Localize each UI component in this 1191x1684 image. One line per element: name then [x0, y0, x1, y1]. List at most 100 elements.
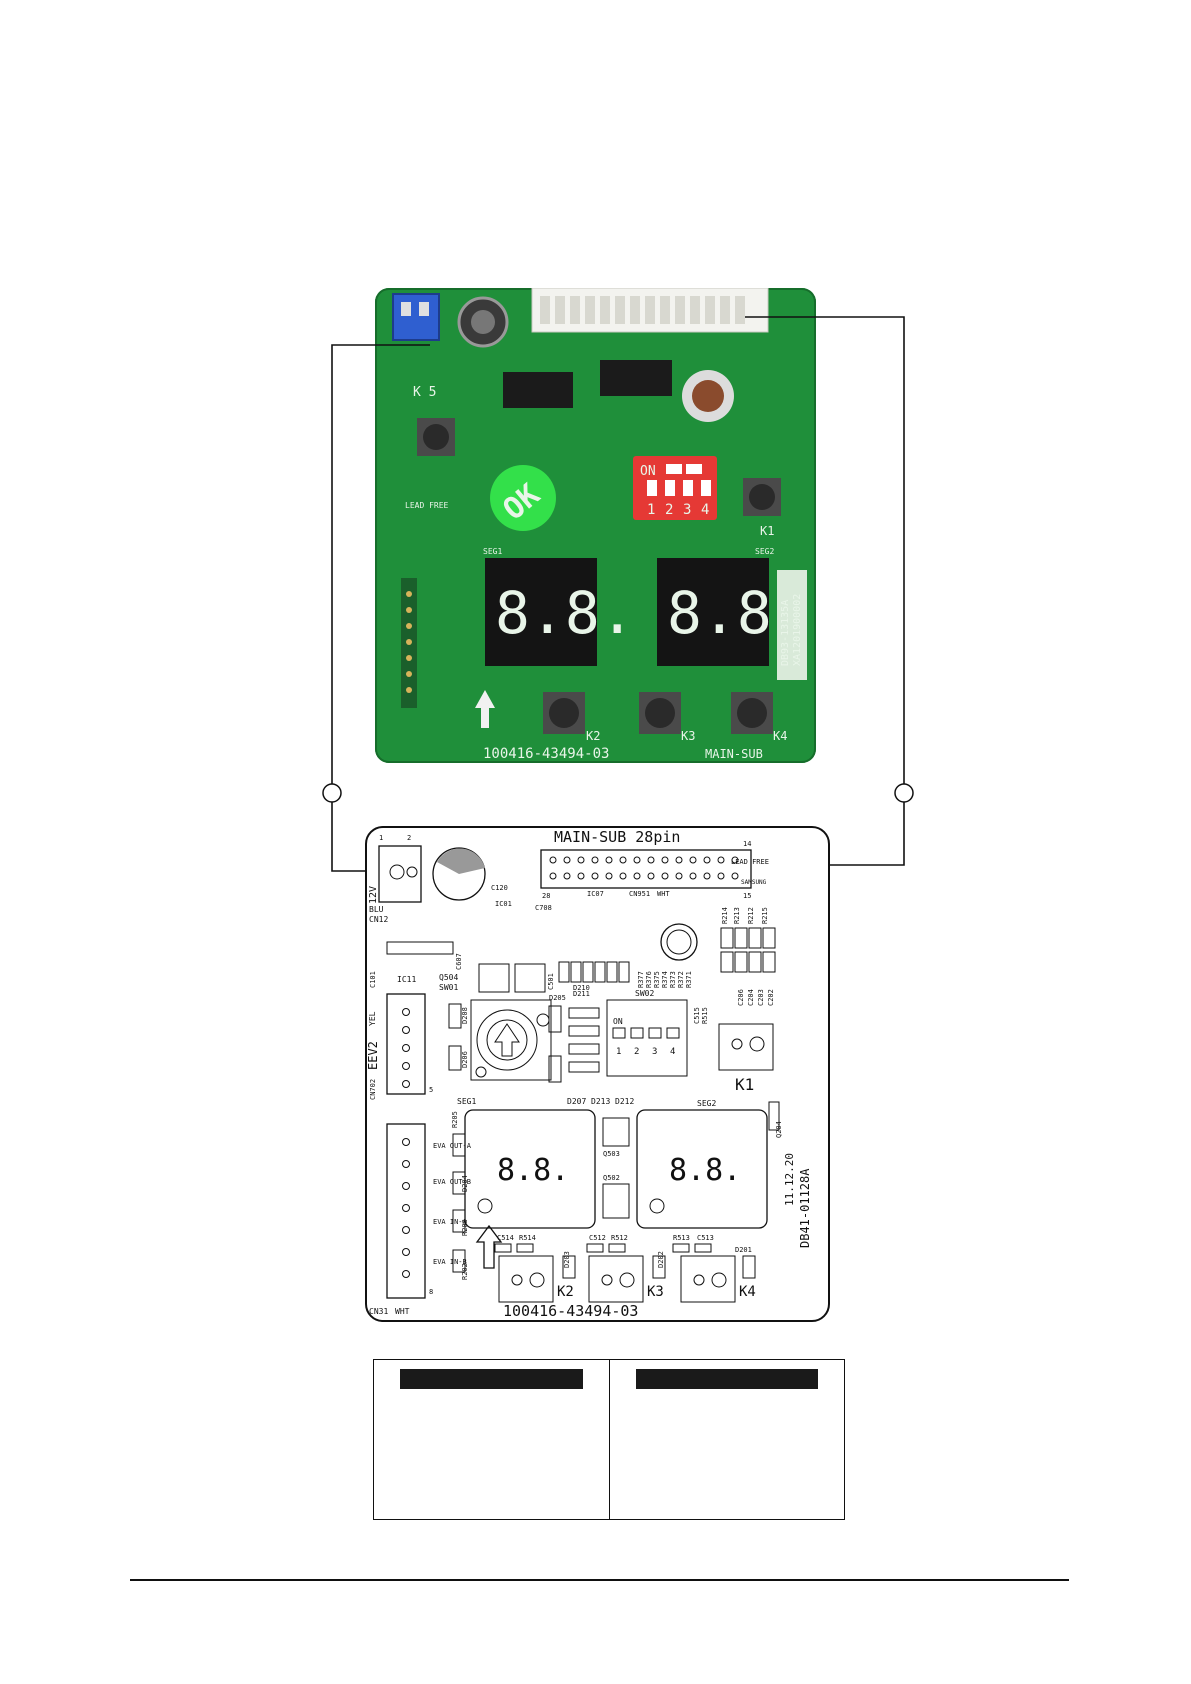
up-arrow-icon: [475, 690, 495, 728]
ic07-label: IC07: [587, 890, 604, 898]
eva-in-b-label: EVA IN-B: [433, 1258, 467, 1266]
display-1-digits: 8.8.: [495, 579, 635, 647]
drawing-part-number: DB41-01128A: [798, 1168, 812, 1248]
footer-rule: [130, 1579, 1069, 1581]
r205-label: R205: [451, 1111, 459, 1128]
c515-label: C515: [693, 1007, 701, 1024]
seven-segment-display-2: [657, 558, 769, 666]
dip-num-2: 2: [665, 502, 673, 518]
sw02-num-1: 1: [616, 1047, 621, 1057]
c202-label: C202: [767, 989, 775, 1006]
eev2-label: EEV2: [367, 1041, 380, 1070]
drawing-date: 11.12.20: [783, 1153, 796, 1206]
sw01-label: SW01: [439, 983, 458, 992]
v12-connector: [378, 845, 422, 903]
seg2-digits-drawing: 8.8.: [669, 1153, 741, 1188]
sw02-on-label: ON: [613, 1017, 623, 1026]
d205-label: D205: [549, 994, 566, 1002]
drawing-k4-label: K4: [739, 1284, 756, 1300]
photo-seg2-label: SEG2: [755, 547, 774, 556]
v12-label: 12V: [368, 886, 379, 904]
r512-label: R512: [611, 1234, 628, 1242]
c206-label: C206: [737, 989, 745, 1006]
photo-lead-free-label: LEAD FREE: [405, 501, 449, 510]
left-callout-circle: [322, 783, 342, 803]
ok-sticker: [490, 465, 556, 531]
r372-label: R372: [677, 971, 685, 988]
eva-out-b-label: EVA OUT-B: [433, 1178, 471, 1186]
photo-k1-label: K1: [760, 524, 774, 538]
pin-2: 2: [407, 834, 411, 842]
seven-segment-seg1: [464, 1109, 596, 1229]
sw02-num-2: 2: [634, 1047, 639, 1057]
pcb-photo-graphic: OK ON 1 2 3 4 8.8. 8.8. SEG1 SEG2: [392, 288, 807, 762]
r514-label: R514: [519, 1234, 536, 1242]
q502-label: Q502: [603, 1174, 620, 1182]
pin-8: 8: [429, 1288, 433, 1296]
c708-label: C708: [535, 904, 552, 912]
r376-label: R376: [645, 971, 653, 988]
ic11-label: IC11: [397, 975, 416, 984]
photo-bottom-text: 100416-43494-03: [483, 746, 609, 762]
photo-serial: XA1201900002: [792, 594, 803, 666]
button-k1-drawing: [718, 1023, 774, 1071]
r515-label: R515: [701, 1007, 709, 1024]
q504-label: Q504: [439, 973, 458, 982]
blue-12v-connector: [392, 293, 440, 341]
c203-label: C203: [757, 989, 765, 1006]
up-arrow-drawing-icon: [475, 1224, 503, 1269]
legend-table-right-cell: [608, 1360, 845, 1519]
mounting-hole-drawing: [660, 923, 698, 961]
ic-chip-left: [503, 372, 573, 408]
cn951-label: CN951: [629, 890, 650, 898]
pcb-drawing: MAIN-SUB 28pin 14 15 28 1 2 12V BLU CN12…: [365, 826, 830, 1322]
c120-label: C120: [491, 884, 508, 892]
pcb-drawing-graphic: MAIN-SUB 28pin 14 15 28 1 2 12V BLU CN12…: [367, 828, 812, 1320]
eev2-connector: [386, 993, 426, 1095]
legend-table-right-header: [635, 1369, 818, 1389]
legend-table: [373, 1359, 845, 1520]
left-callout-line: [331, 344, 430, 872]
c501-label: C501: [547, 973, 555, 990]
right-callout-line: [698, 316, 905, 866]
dip-num-1: 1: [647, 502, 655, 518]
r215-label: R215: [761, 907, 769, 924]
drawing-k2-label: K2: [557, 1284, 574, 1300]
d210-label: D210: [573, 984, 590, 992]
r375-label: R375: [653, 971, 661, 988]
photo-k2-label: K2: [586, 729, 600, 743]
dip-switch-sw02: [606, 999, 688, 1077]
r214-label: R214: [721, 907, 729, 924]
c204-label: C204: [747, 989, 755, 1006]
photo-k3-label: K3: [681, 729, 695, 743]
cn702-label: CN702: [369, 1079, 377, 1100]
drawing-k1-label: K1: [735, 1075, 754, 1094]
cn31-wht-label: WHT: [395, 1307, 410, 1316]
seg1-digits-drawing: 8.8.: [497, 1153, 569, 1188]
yel-label: YEL: [368, 1011, 377, 1026]
c101-label: C101: [369, 971, 377, 988]
part-number-label: [777, 570, 807, 680]
legend-table-left-header: [400, 1369, 583, 1389]
eva-out-a-label: EVA OUT-A: [433, 1142, 472, 1150]
q503-label: Q503: [603, 1150, 620, 1158]
seven-segment-display-1: [485, 558, 597, 666]
r371-label: R371: [685, 971, 693, 988]
main-sub-28pin-connector: [540, 849, 752, 889]
r212-label: R212: [747, 907, 755, 924]
d212-label: D212: [615, 1097, 634, 1106]
photo-main-sub: MAIN-SUB: [705, 747, 763, 761]
d211-label: D211: [573, 990, 590, 998]
photo-k5-label: K 5: [413, 385, 436, 400]
rotary-switch-sw01: [470, 999, 552, 1081]
drawing-seg2-label: SEG2: [697, 1099, 716, 1108]
r377-label: R377: [637, 971, 645, 988]
d202-label: D202: [657, 1251, 665, 1268]
dip-num-4: 4: [701, 502, 709, 518]
drawing-title: MAIN-SUB 28pin: [554, 828, 680, 846]
ic-chip-right: [600, 360, 672, 396]
dip-num-3: 3: [683, 502, 691, 518]
legend-table-left-cell: [374, 1360, 609, 1519]
d203-label: D203: [563, 1251, 571, 1268]
